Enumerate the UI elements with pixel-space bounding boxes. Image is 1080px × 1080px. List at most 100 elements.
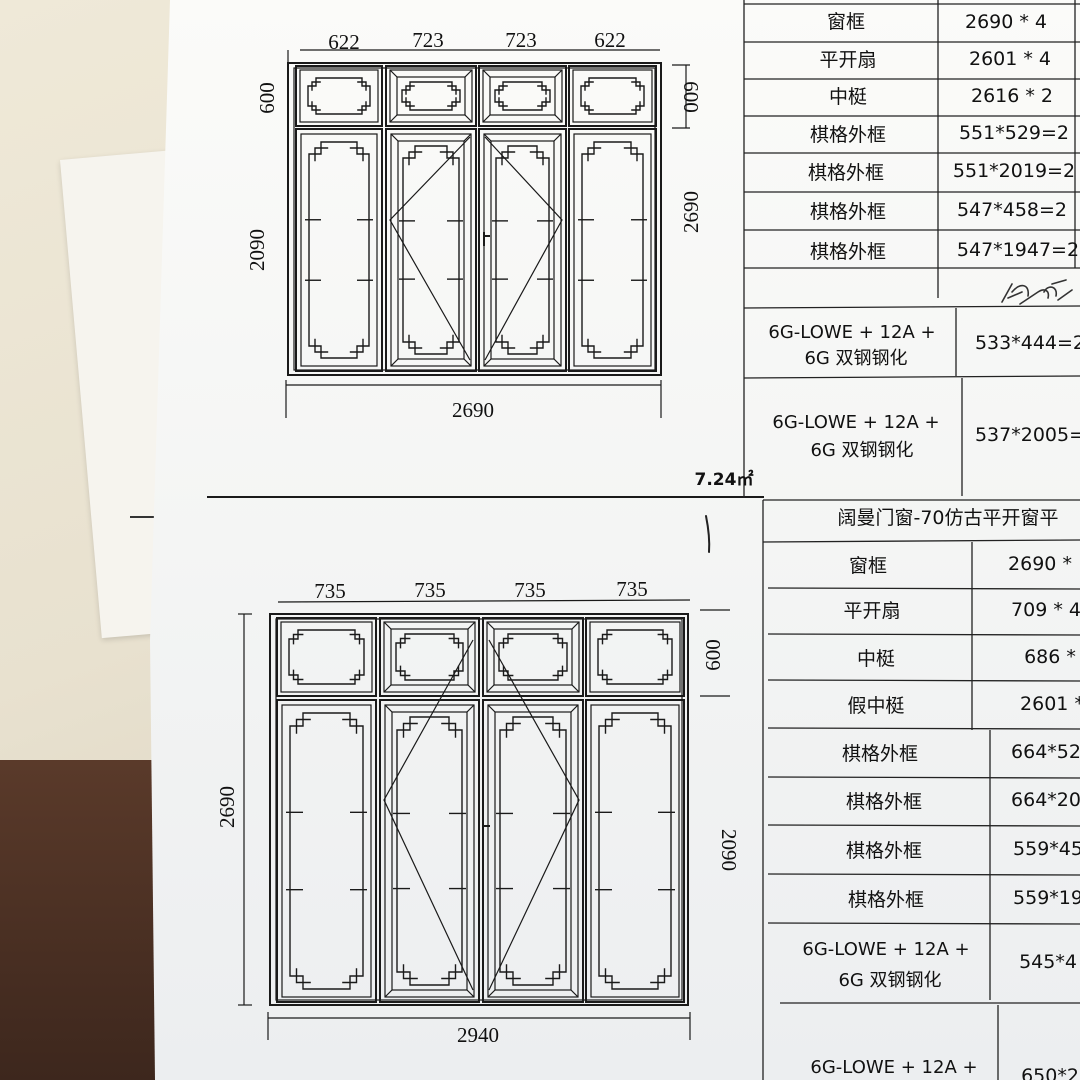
opening-swing-line — [484, 136, 563, 361]
fretwork-corner — [601, 669, 613, 681]
sash-bevel — [554, 114, 563, 123]
top-area: 7.24㎡ — [695, 469, 754, 490]
top-total-width: 2690 — [452, 398, 494, 422]
sash-bevel — [464, 69, 473, 78]
panel-outer-frame — [379, 617, 480, 697]
fretwork-corner — [349, 338, 364, 353]
fretwork-pattern — [498, 633, 568, 681]
opening-swing-line — [383, 639, 474, 991]
handwritten-tick — [705, 515, 711, 553]
top-width-4: 622 — [594, 28, 626, 52]
top-row-2-value: 2601 * 4 — [969, 48, 1051, 70]
panel-inner-frame — [280, 621, 373, 693]
fretwork-corner — [295, 718, 311, 734]
panel-inner-frame — [482, 69, 563, 123]
fretwork-corner — [529, 151, 544, 166]
bottom-glass-2-value: 650*2 — [1021, 1065, 1079, 1080]
bottom-row-2-value: 709 * 4 — [1011, 599, 1080, 621]
bottom-row-4-name: 假中梃 — [847, 695, 904, 717]
fretwork-pattern — [288, 629, 365, 685]
fretwork-corner — [650, 718, 666, 734]
panel-inner-frame — [487, 704, 579, 998]
fretwork-corner — [314, 147, 329, 162]
sash-bevel — [466, 989, 475, 998]
sash-frame — [391, 711, 468, 991]
panel-outer-frame — [585, 617, 685, 697]
fretwork-pattern — [396, 716, 463, 986]
fretwork-corner — [447, 85, 457, 95]
sash-frame — [494, 711, 572, 991]
bottom-row-3-value: 686 * — [1024, 646, 1076, 668]
fretwork-corner — [498, 97, 508, 107]
fretwork-corner — [439, 334, 454, 349]
bottom-row-8-name: 棋格外框 — [848, 889, 924, 911]
fretwork-corner — [502, 637, 514, 649]
panel-inner-frame — [573, 133, 652, 367]
panel-outer-frame — [276, 617, 377, 697]
bottom-row-1-value: 2690 * — [1008, 553, 1072, 575]
sash-bevel — [482, 69, 491, 78]
fretwork-pattern — [395, 633, 464, 681]
panel-outer-frame — [568, 65, 657, 127]
bottom-glass-1-value: 545*4 — [1019, 951, 1077, 973]
top-row-6-name: 棋格外框 — [810, 201, 886, 223]
bottom-row-5-value: 664*52 — [1011, 741, 1080, 763]
sash-bevel — [390, 133, 399, 142]
panel-inner-frame — [383, 621, 476, 693]
panel-inner-frame — [281, 704, 372, 998]
sash-bevel — [553, 358, 562, 367]
panel-outer-frame — [585, 699, 685, 1003]
top-transom-height-right: 600 — [679, 81, 703, 113]
fretwork-corner — [311, 101, 321, 111]
sash-frame — [490, 140, 555, 360]
fretwork-corner — [349, 669, 361, 681]
fretwork-corner — [584, 101, 594, 111]
panel-outer-frame — [276, 699, 377, 1003]
table-row-line — [743, 305, 1080, 309]
top-glass-1-value: 533*444=2 — [975, 332, 1080, 354]
bottom-total-height: 2690 — [215, 786, 239, 828]
fretwork-corner — [601, 633, 613, 645]
top-row-1-value: 2690 * 4 — [965, 11, 1047, 33]
fretwork-corner — [587, 147, 602, 162]
table-row-line — [767, 922, 1080, 925]
bottom-door-height: 2090 — [717, 829, 741, 871]
fretwork-corner — [552, 665, 564, 677]
top-row-4-name: 棋格外框 — [810, 124, 886, 146]
top-row-5-value: 551*2019=2 — [953, 160, 1075, 182]
fretwork-corner — [399, 665, 411, 677]
top-glass-1-line2: 6G 双钢钢化 — [804, 348, 907, 369]
top-row-1-name: 窗框 — [827, 11, 865, 33]
sash-bevel — [467, 684, 476, 693]
dim-line — [277, 599, 691, 603]
sash-bevel — [482, 114, 491, 123]
fretwork-corner — [349, 633, 361, 645]
sash-bevel — [486, 684, 495, 693]
top-transom-height-left: 600 — [255, 82, 279, 114]
sash-bevel — [383, 621, 392, 630]
fretwork-corner — [408, 151, 423, 166]
fretwork-corner — [631, 81, 641, 91]
bottom-width-1: 735 — [314, 579, 346, 603]
panel-outer-frame — [385, 65, 477, 127]
sash-bevel — [570, 704, 579, 713]
fretwork-pattern — [307, 77, 371, 115]
top-row-6-value: 547*458=2 — [957, 199, 1067, 221]
fretwork-corner — [441, 722, 457, 738]
fretwork-corner — [604, 968, 620, 984]
bottom-row-8-value: 559*19 — [1013, 887, 1080, 909]
top-width-2: 723 — [412, 28, 444, 52]
top-door-height: 2090 — [245, 229, 269, 271]
sash-frame — [493, 628, 573, 686]
bottom-glass-1-line2: 6G 双钢钢化 — [838, 970, 941, 991]
table-row-line — [767, 679, 1080, 682]
sash-bevel — [390, 358, 399, 367]
sash-bevel — [389, 69, 398, 78]
fretwork-corner — [349, 147, 364, 162]
panel-outer-frame — [482, 617, 584, 697]
table-row-line — [762, 539, 1080, 543]
fretwork-corner — [623, 338, 638, 353]
sash-bevel — [483, 133, 492, 142]
panel-inner-frame — [389, 69, 473, 123]
